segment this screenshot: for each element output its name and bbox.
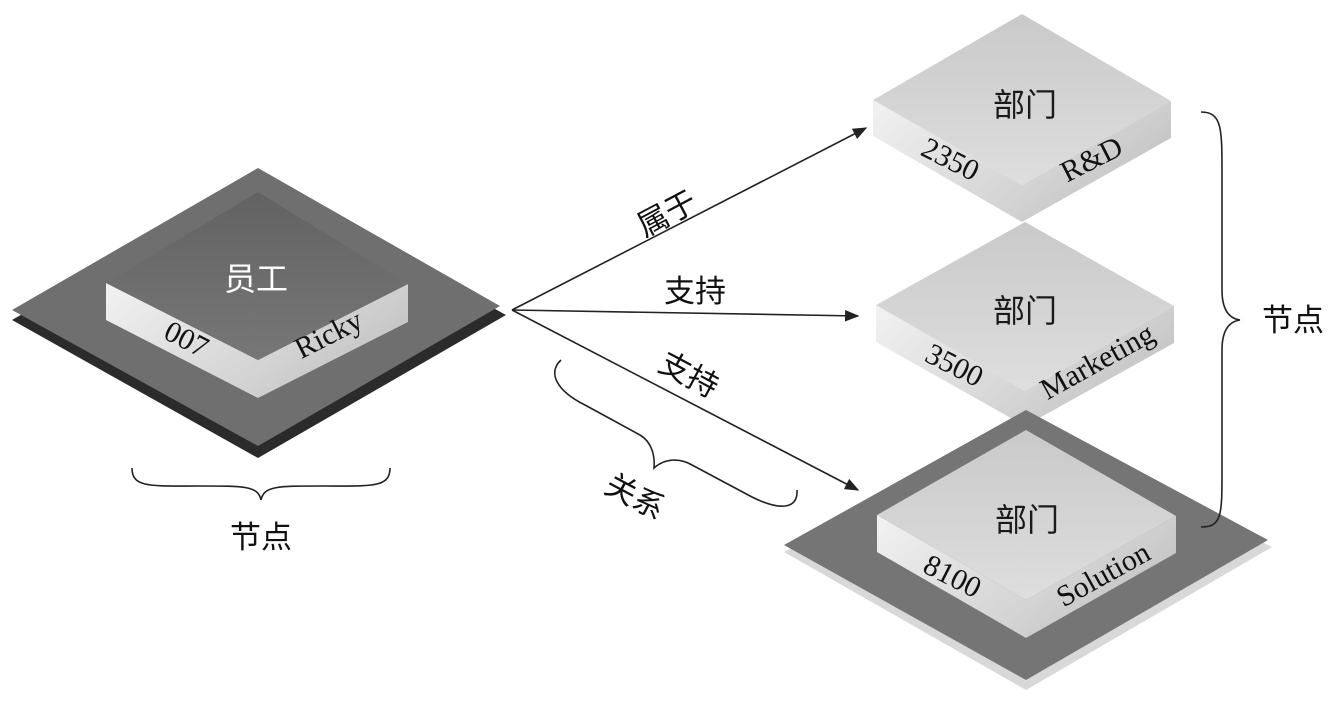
dept-solution-node: 部门 8100 Solution [784, 410, 1272, 690]
dept-marketing-left-side [876, 305, 1025, 426]
edge-label-to-marketing: 支持 [664, 274, 726, 309]
employee-node: 员工 007 Ricky [12, 168, 506, 458]
edge-to-marketing [511, 309, 860, 322]
dept-marketing-title: 部门 [993, 293, 1057, 329]
employee-block-right-side [258, 284, 408, 398]
dept-rd-right-side [1022, 101, 1171, 222]
dept-marketing-node: 部门 3500 Marketing [876, 222, 1174, 426]
dept-solution-right-side [1026, 516, 1176, 638]
annotations: 节点 节点 关系 [131, 111, 1324, 555]
departments-node-annotation: 节点 [1262, 303, 1324, 338]
dept-rd-top [873, 14, 1171, 185]
dept-rd-title: 部门 [993, 87, 1057, 123]
dept-marketing-right-side [1025, 306, 1174, 426]
edges: 属于 支持 支持 [511, 127, 868, 491]
edge-label-to-solution: 支持 [653, 345, 724, 405]
dept-rd-node: 部门 2350 R&D [873, 14, 1171, 222]
departments-brace [1200, 111, 1241, 528]
edge-to-rd [511, 127, 868, 311]
employee-node-title: 员工 [224, 261, 288, 297]
relationship-annotation: 关系 [599, 467, 670, 527]
dept-marketing-top [876, 222, 1174, 391]
dept-rd-left-side [873, 100, 1022, 222]
employee-node-annotation: 节点 [230, 520, 292, 555]
employee-block-top [106, 192, 408, 360]
edge-to-solution [511, 309, 860, 491]
employee-brace [131, 467, 391, 501]
relationship-brace [553, 359, 798, 507]
edge-label-to-rd: 属于 [631, 184, 702, 244]
dept-solution-left-side [877, 515, 1026, 638]
dept-solution-title: 部门 [995, 502, 1059, 538]
employee-block-left-side [106, 283, 258, 398]
dept-solution-top [877, 430, 1176, 600]
